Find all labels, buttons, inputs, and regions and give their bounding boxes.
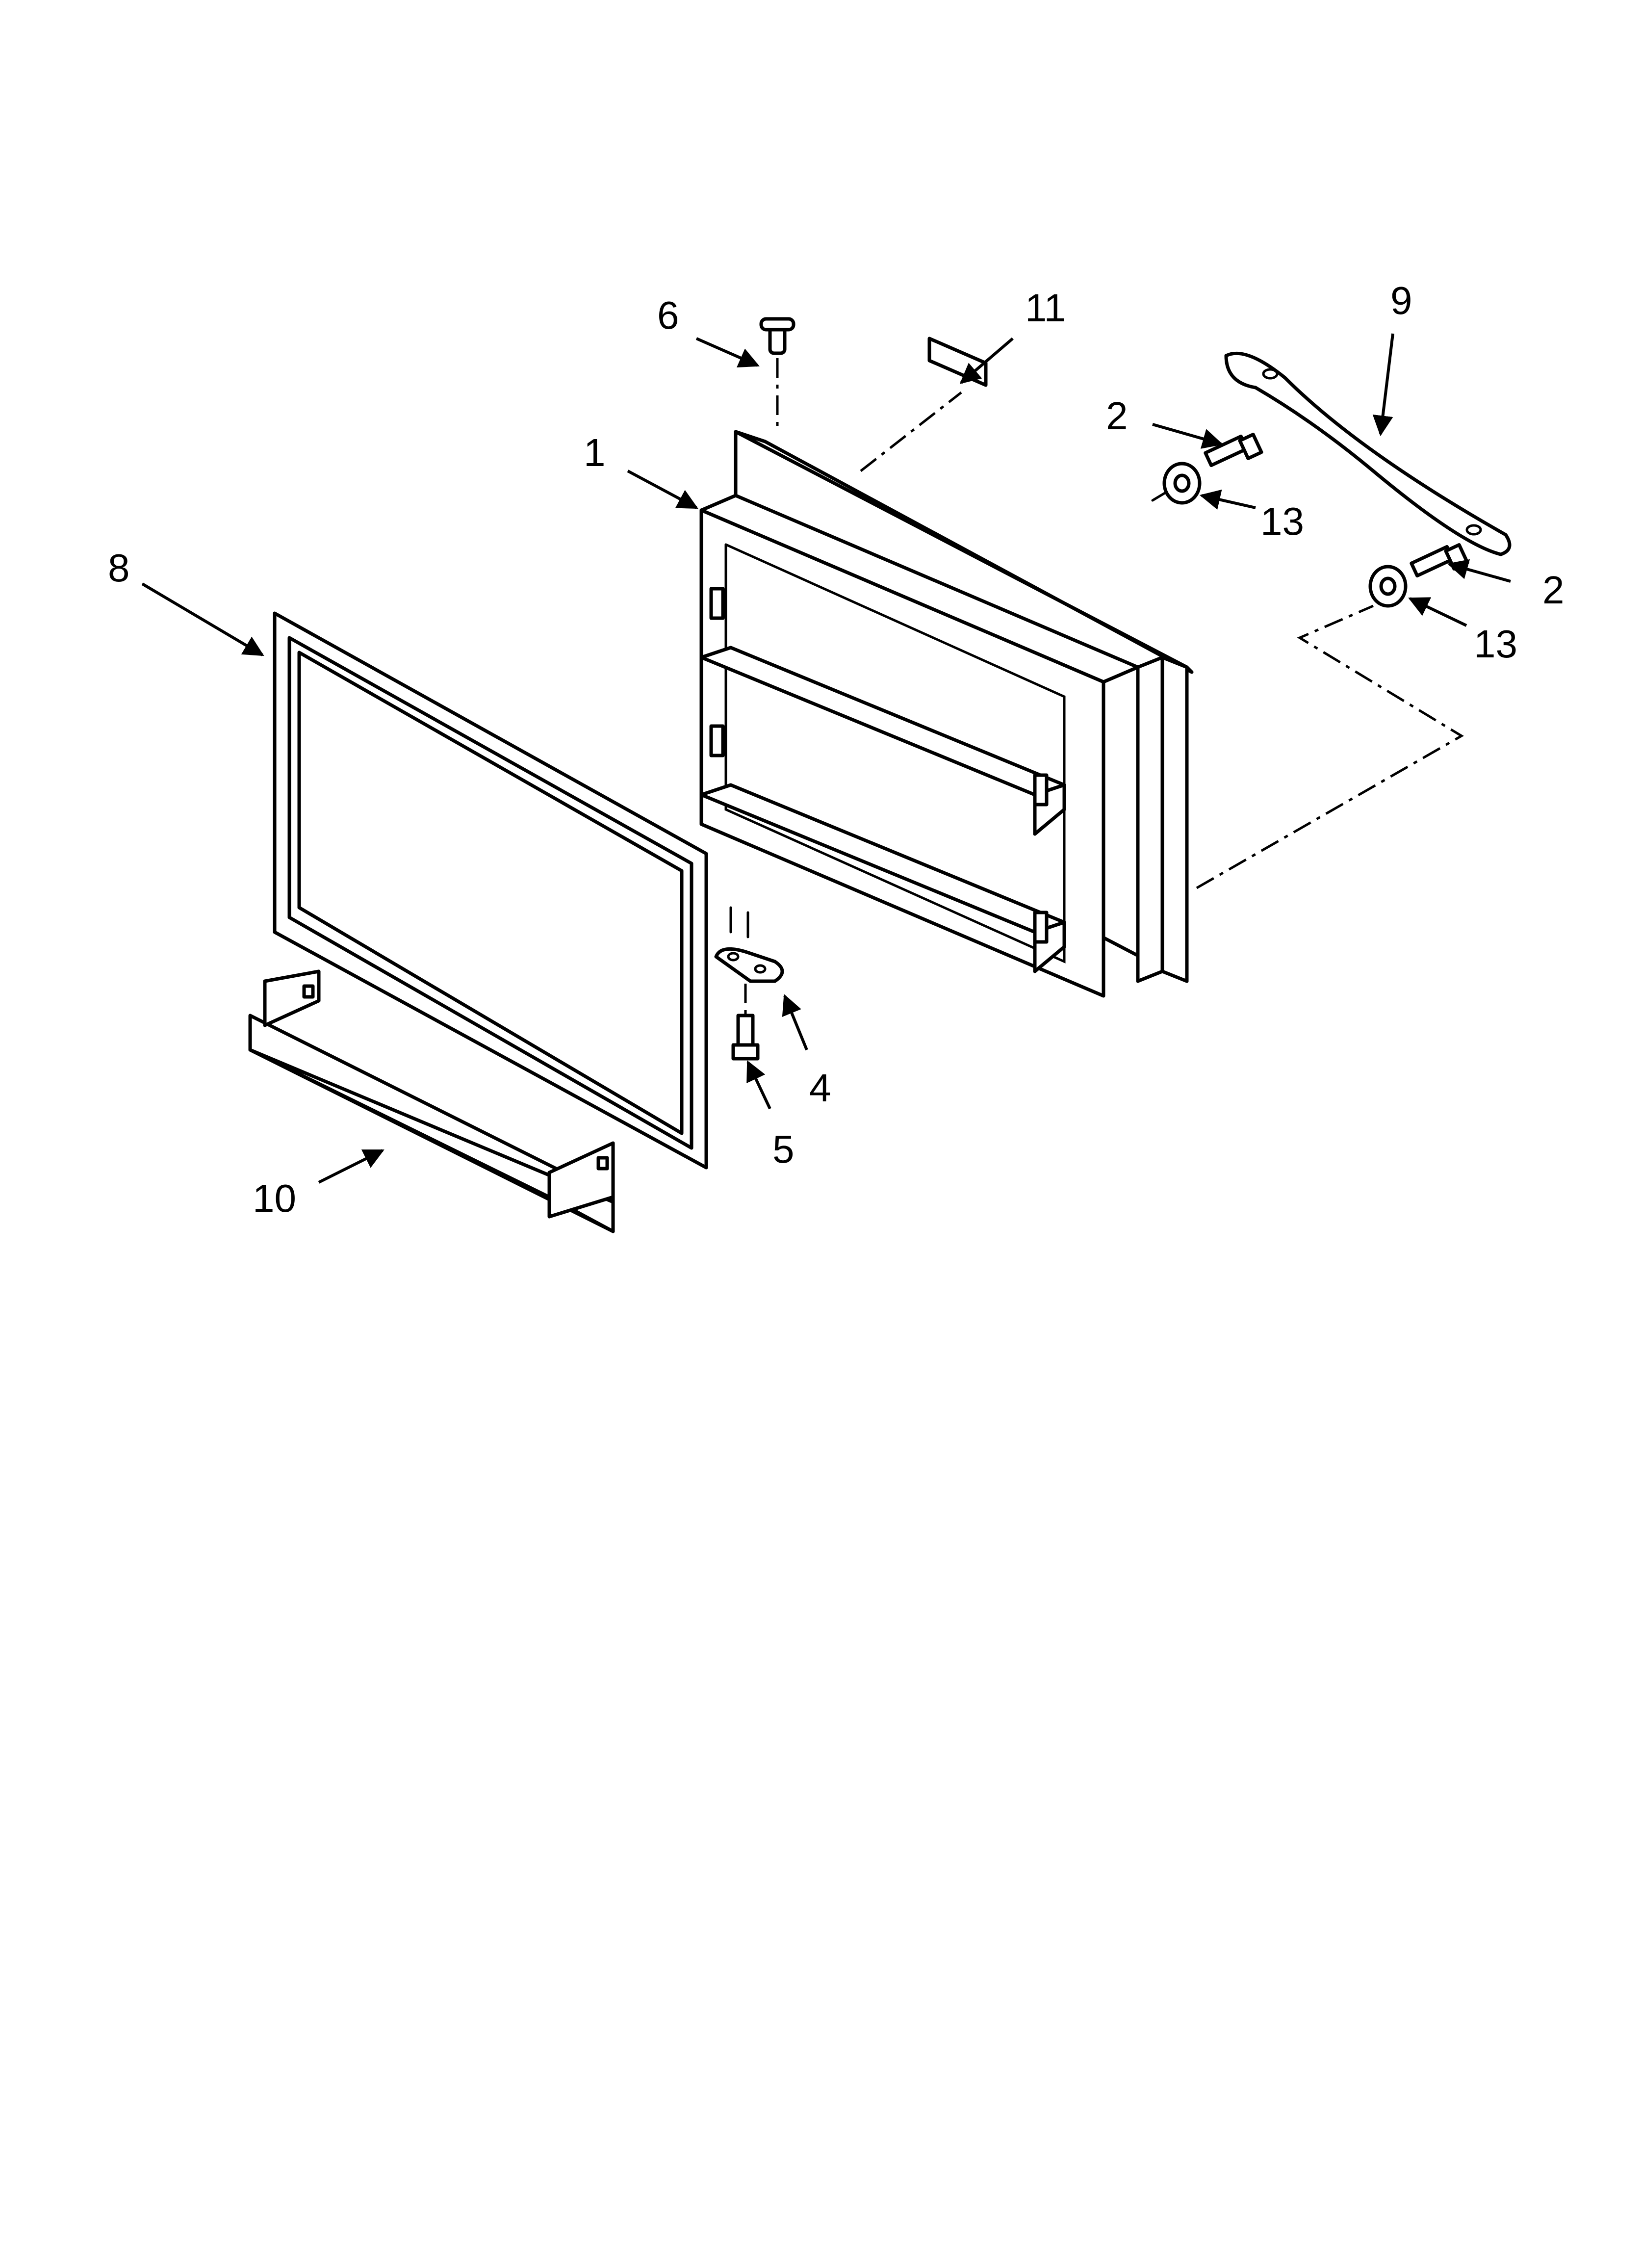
door-gasket (273, 611, 708, 1170)
callout-5: 5 (772, 1127, 795, 1171)
callout-10: 10 (253, 1176, 296, 1220)
callout-4: 4 (809, 1066, 831, 1110)
callout-2-upper: 2 (1106, 394, 1128, 438)
handle-screw-lower (1410, 543, 1469, 578)
callout-1: 1 (584, 431, 606, 474)
door-panel (699, 430, 1194, 998)
label-part (860, 337, 988, 472)
callout-6: 6 (657, 293, 679, 337)
door-handle (1224, 351, 1512, 556)
spacer-lower (1368, 565, 1408, 608)
hinge-part (714, 906, 784, 983)
plug-part (759, 317, 795, 432)
callout-2-lower: 2 (1542, 568, 1565, 612)
door-shelf (248, 969, 615, 1233)
callout-11: 11 (1025, 286, 1066, 330)
leader-lines (141, 333, 1511, 1184)
callout-13-upper: 13 (1260, 499, 1304, 543)
spacer-upper (1151, 462, 1202, 505)
callout-9: 9 (1390, 279, 1412, 322)
alignment-line (1196, 604, 1464, 889)
hinge-screw (731, 984, 760, 1061)
callout-8: 8 (108, 546, 130, 590)
callout-13-lower: 13 (1474, 622, 1517, 666)
handle-screw-upper (1204, 433, 1263, 468)
